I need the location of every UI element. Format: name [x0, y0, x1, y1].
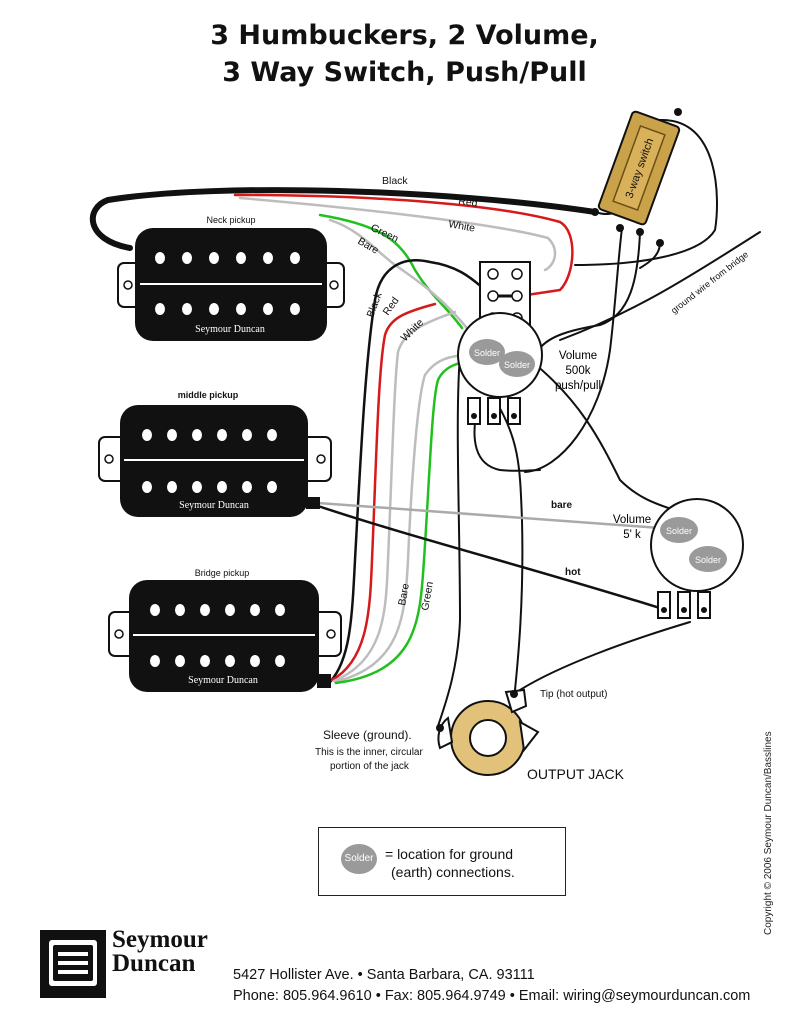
label-red-top: Red — [458, 195, 479, 210]
neck-wire-green — [318, 213, 464, 330]
pot1-label-volume: Volume — [559, 350, 597, 362]
bridge-wire-bare — [333, 353, 472, 684]
jack-tip-label: Tip (hot output) — [540, 689, 607, 700]
bridge-wire-black — [328, 259, 497, 684]
pot1-loop-wire — [473, 404, 541, 472]
neck-pickup: Seymour Duncan Neck pickup — [117, 215, 345, 341]
output-jack-label: OUTPUT JACK — [527, 766, 625, 782]
jack-sleeve-line3: portion of the jack — [330, 761, 410, 772]
switch-wire-e — [639, 242, 661, 269]
label-black-mid: Black — [365, 290, 385, 319]
middle-brand: Seymour Duncan — [179, 500, 249, 511]
brand-name: Seymour Duncan — [112, 926, 208, 977]
switch-wire-d — [539, 231, 641, 349]
middle-pickup: Seymour Duncan middle pickup — [98, 390, 332, 517]
middle-pickup-label: middle pickup — [178, 390, 239, 400]
label-red-mid: Red — [381, 295, 402, 318]
volume-pot-2: Solder Solder Volume 5' k — [613, 498, 744, 619]
pot1-ground-to-jack — [437, 354, 461, 727]
pot1-ground-to-pot2 — [529, 359, 681, 513]
neck-pickup-label: Neck pickup — [206, 215, 255, 225]
label-green-bottom: Green — [419, 581, 436, 612]
pot2-label-volume: Volume — [613, 514, 651, 526]
pot2-solder-label-1: Solder — [666, 526, 692, 536]
bridge-wire-white — [332, 310, 457, 683]
pot1-label-type: push/pull — [555, 380, 601, 392]
neck-brand: Seymour Duncan — [195, 324, 265, 335]
legend-line2: (earth) connections. — [391, 864, 515, 880]
bridge-ground-wire — [559, 231, 761, 341]
diagram-title-line2: 3 Way Switch, Push/Pull — [222, 57, 587, 88]
output-jack — [436, 688, 540, 776]
label-bare-bottom: Bare — [396, 582, 412, 606]
bridge-wire-red — [330, 302, 437, 682]
switch-wire-c — [524, 227, 623, 473]
footer-contact: Phone: 805.964.9610 • Fax: 805.964.9749 … — [233, 988, 751, 1004]
label-hot-middle: hot — [565, 567, 581, 578]
neck-wire-red — [233, 193, 574, 298]
volume-pot-500k: Solder Solder Volume 500k push/pull — [457, 312, 601, 425]
label-bare-middle: bare — [551, 500, 573, 511]
seymour-duncan-logo-icon — [40, 930, 106, 998]
middle-wire-hot — [316, 504, 668, 612]
label-white-top: White — [447, 218, 476, 235]
three-way-switch: 3-way switch — [591, 108, 682, 247]
bridge-brand: Seymour Duncan — [188, 675, 258, 686]
bridge-wire-green — [334, 358, 480, 685]
copyright-text: Copyright © 2006 Seymour Duncan/Bassline… — [763, 731, 774, 935]
pot2-label-value: 5' k — [623, 529, 641, 541]
label-ground-from-bridge: ground wire from bridge — [669, 249, 750, 315]
pot1-label-value: 500k — [566, 365, 591, 377]
legend-text: = location for ground (earth) connection… — [385, 845, 515, 881]
pot1-solder-label-2: Solder — [504, 360, 530, 370]
legend-solder-icon: Solder — [341, 844, 377, 874]
diagram-title-line1: 3 Humbuckers, 2 Volume, — [210, 20, 599, 51]
label-black-top: Black — [382, 175, 408, 187]
pot2-to-jack-tip — [519, 621, 691, 691]
brand-line1: Seymour — [112, 926, 208, 953]
solder-legend: Solder = location for ground (earth) con… — [318, 827, 566, 896]
legend-line1: = location for ground — [385, 846, 514, 862]
brand-line2: Duncan — [112, 950, 196, 977]
jack-sleeve-line2: This is the inner, circular — [315, 747, 423, 758]
neck-cable-black — [89, 187, 598, 251]
pot2-solder-label-2: Solder — [695, 555, 721, 565]
middle-wire-bare — [316, 501, 662, 530]
bridge-pickup-label: Bridge pickup — [195, 568, 250, 578]
bridge-pickup: Seymour Duncan Bridge pickup — [108, 568, 342, 692]
label-white-mid: White — [399, 317, 427, 345]
pot1-to-jack-wire — [494, 399, 524, 691]
switch-wire-b — [574, 118, 718, 266]
pot1-solder-label-1: Solder — [474, 348, 500, 358]
neck-wire-white — [238, 196, 557, 272]
footer-address: 5427 Hollister Ave. • Santa Barbara, CA.… — [233, 967, 535, 983]
jack-sleeve-line1: Sleeve (ground). — [323, 728, 412, 742]
label-bare-top: Bare — [356, 235, 381, 257]
